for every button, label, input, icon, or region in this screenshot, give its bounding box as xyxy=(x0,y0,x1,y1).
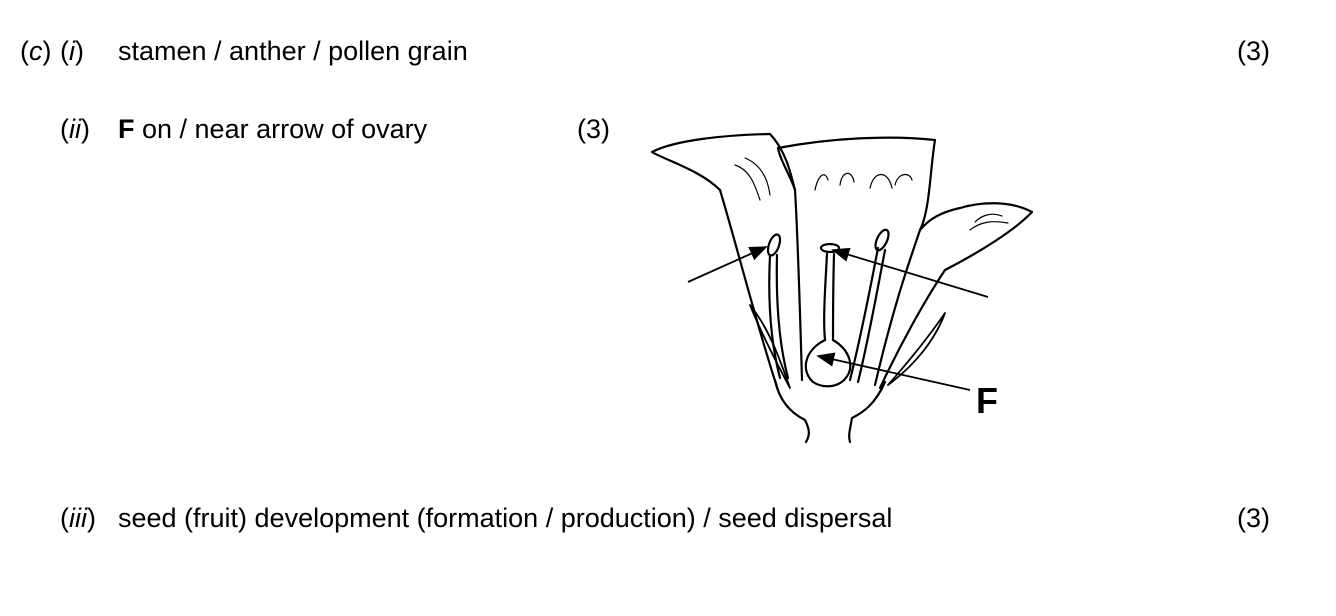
sub-ii-answer: F on / near arrow of ovary xyxy=(118,114,428,144)
part-c-label: (c) xyxy=(20,36,52,66)
ovary xyxy=(804,338,852,388)
petal-middle xyxy=(776,136,937,387)
answer-letter-f: F xyxy=(118,114,135,144)
sub-iii-answer: seed (fruit) development (formation / pr… xyxy=(118,503,893,533)
sub-i-marks: (3) xyxy=(1237,36,1270,66)
anther-left xyxy=(766,233,782,257)
sub-iii-marks: (3) xyxy=(1237,503,1270,533)
sub-i-number: (i) xyxy=(60,36,84,66)
sub-i-answer: stamen / anther / pollen grain xyxy=(118,36,468,66)
arrow-ovary xyxy=(816,352,971,391)
sepal-left xyxy=(749,304,791,389)
sepal-right xyxy=(887,312,946,386)
petal-right xyxy=(878,202,1034,390)
petal-left xyxy=(650,132,804,392)
stamen-middle xyxy=(823,252,829,342)
anther-right xyxy=(874,228,890,252)
sub-ii-marks: (3) xyxy=(577,114,610,144)
flower-diagram xyxy=(650,132,1034,444)
sub-ii-number: (ii) xyxy=(60,114,90,144)
arrow-stigma xyxy=(831,247,989,298)
receptacle xyxy=(773,378,810,444)
sub-iii-number: (iii) xyxy=(60,503,96,533)
arrow-anther-left xyxy=(687,246,768,283)
diagram-label-f: F xyxy=(976,380,998,421)
